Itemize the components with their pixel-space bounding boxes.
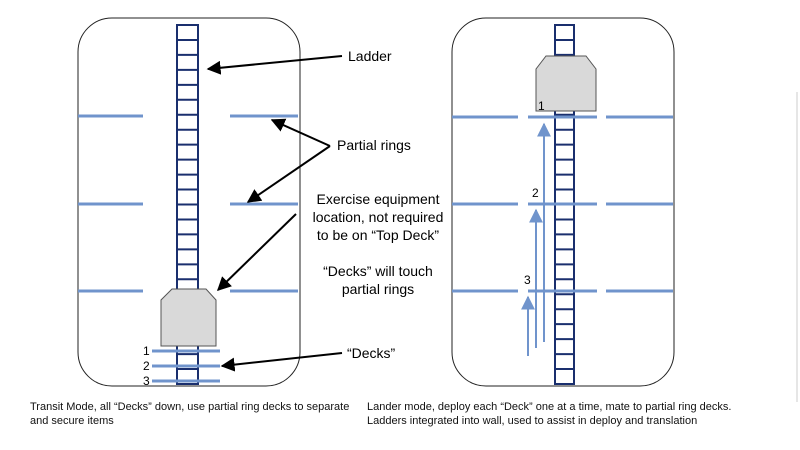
deck-number-3-right: 3 (524, 273, 531, 287)
deck-number-3-left: 3 (143, 374, 150, 388)
exercise-equipment-arrow (216, 213, 297, 291)
lander-mode-caption: Lander mode, deploy each “Deck” one at a… (367, 401, 732, 427)
exercise-equipment-label-line-1: Exercise equipment (317, 191, 440, 207)
lander-mode-panel: 1 2 3 (451, 17, 675, 387)
exercise-equipment-module-right (535, 55, 597, 112)
partial-rings-arrow-upper (270, 118, 331, 147)
deck-number-1-right: 1 (538, 99, 545, 113)
partial-rings-arrow-lower (246, 145, 331, 203)
decks-left (152, 349, 220, 383)
partial-rings-right (452, 115, 673, 293)
deck-number-2-right: 2 (532, 186, 539, 200)
partial-rings-label: Partial rings (337, 137, 411, 153)
ladder-arrow (206, 55, 343, 75)
decks-touch-label-line-1: “Decks” will touch (323, 263, 433, 279)
deck-number-2-left: 2 (143, 359, 150, 373)
decks-arrow (220, 352, 343, 372)
edge-divider (796, 92, 798, 402)
habitat-outline-left (77, 17, 301, 387)
transit-mode-caption: Transit Mode, all “Decks” down, use part… (30, 401, 350, 427)
decks-right (528, 115, 597, 293)
exercise-equipment-label-line-2: location, not required (313, 209, 444, 225)
habitat-outline-right (451, 17, 675, 387)
deck-number-1-left: 1 (143, 344, 150, 358)
partial-rings-left (78, 114, 298, 293)
annotation-arrows-left (206, 55, 343, 372)
transit-mode-panel: 1 2 3 Ladder Partial rings Exercise equi… (77, 17, 444, 388)
exercise-equipment-module-left (160, 288, 217, 347)
decks-label: “Decks” (347, 345, 396, 361)
deploy-arrows-right (521, 122, 551, 356)
ladder-label: Ladder (348, 48, 392, 64)
exercise-equipment-label-line-3: to be on “Top Deck” (317, 227, 440, 243)
decks-touch-label-line-2: partial rings (342, 281, 414, 297)
